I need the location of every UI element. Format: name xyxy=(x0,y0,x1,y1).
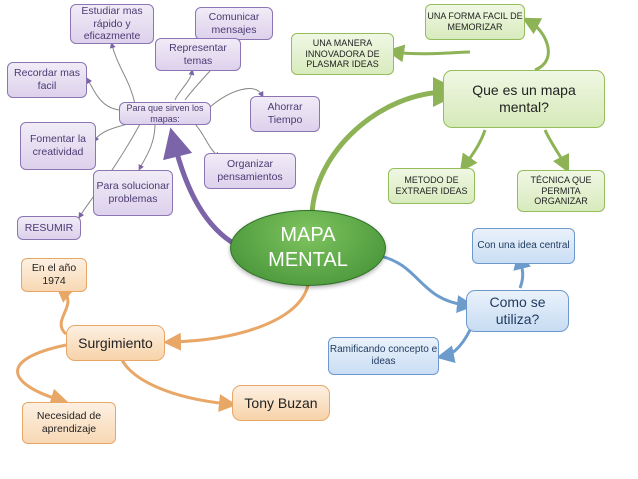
node-ramificando: Ramificando concepto e ideas xyxy=(328,337,439,375)
node-estudiar: Estudiar mas rápido y eficazmente xyxy=(70,4,154,44)
node-metodo: METODO DE EXTRAER IDEAS xyxy=(388,168,475,204)
node-recordar: Recordar mas facil xyxy=(7,62,87,98)
branch-green xyxy=(309,77,463,215)
node-que-es: Que es un mapa mental? xyxy=(443,70,605,128)
node-en-el-anio: En el año 1974 xyxy=(21,258,87,292)
node-tony-buzan: Tony Buzan xyxy=(232,385,330,421)
node-ahorrar: Ahorrar Tiempo xyxy=(250,96,320,132)
node-idea-central: Con una idea central xyxy=(472,228,575,264)
node-fomentar: Fomentar la creatividad xyxy=(20,122,96,170)
node-necesidad: Necesidad de aprendizaje xyxy=(22,402,116,444)
center-node: MAPA MENTAL xyxy=(230,210,386,286)
node-organizar: Organizar pensamientos xyxy=(204,153,296,189)
node-tecnica: TÉCNICA QUE PERMITA ORGANIZAR xyxy=(517,170,605,212)
node-para-que-sirven: Para que sirven los mapas: xyxy=(119,102,211,125)
node-representar: Representar temas xyxy=(155,38,241,71)
node-comunicar: Comunicar mensajes xyxy=(195,7,273,40)
branch-orange xyxy=(163,284,310,351)
node-resumir: RESUMIR xyxy=(17,216,81,240)
node-surgimiento: Surgimiento xyxy=(66,325,165,361)
node-forma-facil: UNA FORMA FACIL DE MEMORIZAR xyxy=(425,4,525,40)
branch-purple xyxy=(163,127,240,249)
node-como-se-utiliza: Como se utiliza? xyxy=(466,290,569,332)
node-solucionar: Para solucionar problemas xyxy=(93,170,173,216)
branch-blue xyxy=(379,254,475,313)
node-manera: UNA MANERA INNOVADORA DE PLASMAR IDEAS xyxy=(291,33,394,75)
